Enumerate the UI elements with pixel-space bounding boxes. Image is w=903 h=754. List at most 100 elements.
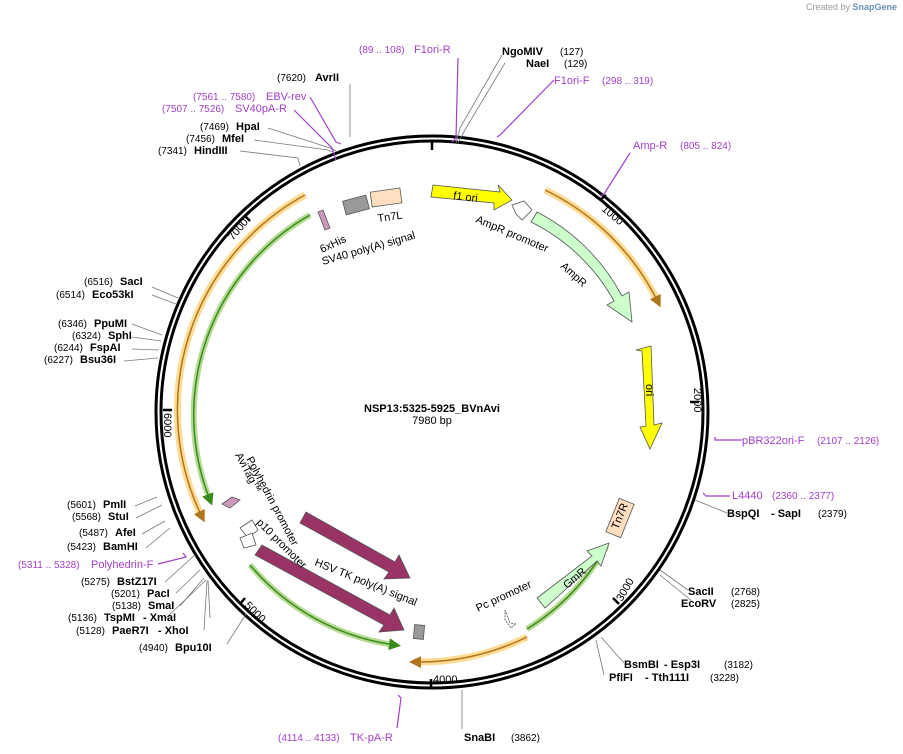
site-sapi: - SapI: [771, 508, 801, 520]
gmr-arrow: [536, 542, 610, 609]
site-bpu10i-pos: (4940): [139, 643, 168, 654]
sv40-box: [342, 194, 370, 216]
primer-pbr322ori-f: pBR322ori-F: [742, 435, 805, 447]
site-avrii-pos: (7620): [277, 73, 306, 84]
site-ppumi-pos: (6346): [58, 319, 87, 330]
tick-1000: 1000: [599, 203, 625, 228]
tick-mark-5000: [239, 597, 246, 605]
site-ecorv-pos: (2825): [731, 599, 760, 610]
primer-sv40pa-r-range: (7507 .. 7526): [162, 104, 224, 115]
gmr-arc-left-line: [192, 214, 311, 506]
site-bsu36i-pos: (6227): [44, 355, 73, 366]
bira-arrow-1: [299, 511, 411, 580]
tn7l-label: Tn7L: [377, 210, 404, 225]
primer-f1ori-f-range: (298 .. 319): [602, 76, 653, 87]
tick-5000: 5000: [242, 600, 268, 626]
site-sacii-pos: (2768): [731, 587, 760, 598]
f1-ori-arrow: [430, 184, 513, 211]
primer-f1ori-f: F1ori-F: [554, 75, 590, 87]
site-naei-pos: (129): [564, 59, 587, 70]
site-tspmi-pos: (5136): [68, 613, 97, 624]
site-hindiii-pos: (7341): [158, 146, 187, 157]
plasmid-length: 7980 bp: [412, 415, 452, 427]
tn7-arc-ampr: [543, 186, 662, 304]
site-bstz17i: BstZ17I: [117, 576, 157, 588]
site-bsu36i: Bsu36I: [80, 354, 116, 366]
primer-l4440: L4440: [732, 490, 763, 502]
site-saci-pos: (6516): [84, 277, 113, 288]
site-labels: NgoMIV (127) NaeI (129) (7620) AvrII (74…: [44, 46, 847, 744]
site-xhoi: - XhoI: [158, 625, 189, 637]
site-bamhi-pos: (5423): [67, 542, 96, 553]
site-paer7i: PaeR7I: [112, 625, 149, 637]
tick-mark-3000: [612, 597, 620, 605]
ampr-promoter-arrow: [511, 200, 533, 221]
tick-mark-1000: [599, 194, 607, 201]
site-sphi-pos: (6324): [72, 331, 101, 342]
site-paer7i-pos: (5128): [76, 626, 105, 637]
tick-2000: 2000: [691, 388, 703, 412]
site-smai-pos: (5138): [112, 601, 141, 612]
primer-pbr322ori-f-range: (2107 .. 2126): [817, 436, 879, 447]
tn7-arc-left-line: [176, 194, 306, 523]
hsv-box: [412, 624, 426, 640]
site-leader-lines: [123, 54, 728, 729]
ori-label: ori: [643, 384, 655, 396]
tick-mark-7000: [243, 214, 251, 222]
site-pmli: PmlI: [103, 499, 126, 511]
site-esp3i: - Esp3I: [664, 659, 700, 671]
site-bstz17i-pos: (5275): [81, 577, 110, 588]
tn7-arc-bottom: [414, 633, 529, 666]
site-bsmbi: BsmBI: [624, 659, 659, 671]
primer-polyhedrin-f: Polyhedrin-F: [91, 559, 154, 571]
primer-f1ori-r-range: (89 .. 108): [359, 45, 405, 56]
primer-f1ori-r: F1ori-R: [414, 44, 451, 56]
site-afei-pos: (5487): [79, 528, 108, 539]
ori-arrow: [635, 345, 663, 450]
site-hpai-pos: (7469): [200, 122, 229, 133]
primer-amp-r-range: (805 .. 824): [680, 141, 731, 152]
primer-sv40pa-r: SV40pA-R: [235, 103, 287, 115]
his-arrow: [317, 209, 331, 231]
site-snabi: SnaBI: [464, 732, 495, 744]
tn7-arc-ampr-line: [544, 189, 661, 308]
site-eco53ki: Eco53kI: [92, 289, 134, 301]
site-tth111i: - Tth111I: [645, 672, 689, 684]
site-pmli-pos: (5601): [67, 500, 96, 511]
primer-polyhedrin-f-range: (5311 .. 5328): [18, 560, 80, 571]
site-ngomiv-pos: (127): [560, 47, 583, 58]
ampr-arrow: [530, 211, 633, 323]
bira-arrow-2: [254, 544, 405, 633]
site-mfei: MfeI: [222, 133, 244, 145]
site-saci: SacI: [120, 276, 143, 288]
primer-tk-pa-r-range: (4114 .. 4133): [278, 733, 340, 744]
site-eco53ki-pos: (6514): [56, 290, 85, 301]
tick-6000: 6000: [161, 413, 173, 437]
site-paci-pos: (5201): [111, 589, 140, 600]
site-stui: StuI: [108, 511, 129, 523]
site-afei: AfeI: [115, 527, 136, 539]
site-snabi-pos: (3862): [511, 733, 540, 744]
primer-ebv-rev-range: (7561 .. 7580): [193, 92, 255, 103]
site-sphi: SphI: [108, 330, 132, 342]
site-avrii: AvrII: [315, 72, 339, 84]
site-xmai: - XmaI: [143, 612, 176, 624]
p10-arrow: [239, 519, 259, 539]
f1-ori-label: f1 ori: [453, 190, 479, 205]
site-stui-pos: (5568): [72, 512, 101, 523]
site-ecorv: EcoRV: [681, 598, 717, 610]
primer-markers: [157, 57, 742, 729]
site-tth111i-pos: (3228): [710, 673, 739, 684]
watermark: Created by SnapGene: [805, 2, 897, 12]
primer-labels: (89 .. 108) F1ori-R F1ori-F (298 .. 319)…: [18, 44, 879, 744]
primer-amp-r: Amp-R: [633, 140, 667, 152]
pc-promoter-arrow: [504, 609, 517, 629]
site-bamhi: BamHI: [103, 541, 138, 553]
site-fspai: FspAI: [90, 342, 121, 354]
site-bspqi: BspQI: [727, 508, 759, 520]
site-hindiii: HindIII: [194, 145, 228, 157]
pc-promoter-label: Pc promoter: [474, 578, 534, 614]
site-ngomiv: NgoMIV: [502, 46, 544, 58]
site-mfei-pos: (7456): [186, 134, 215, 145]
